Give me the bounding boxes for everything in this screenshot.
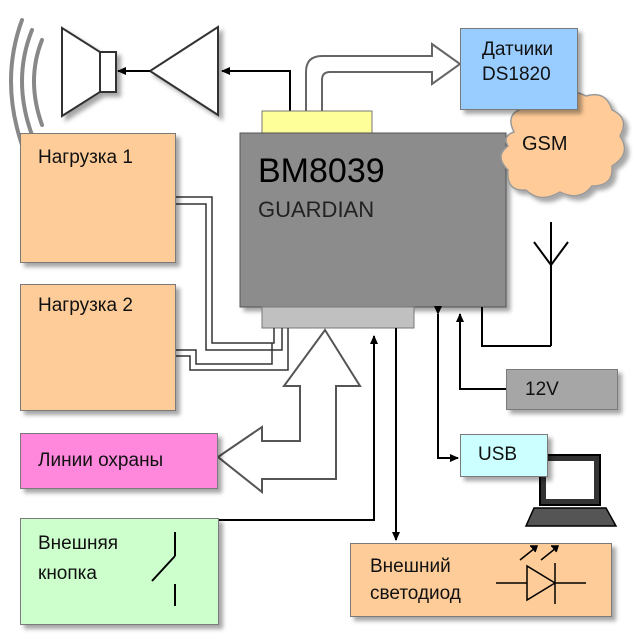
load2-label: Нагрузка 2 (38, 295, 133, 316)
button-wire-arrow (219, 335, 378, 521)
usb-wire-arrow (434, 306, 459, 462)
sound-waves-icon (9, 18, 44, 147)
antenna-icon (481, 222, 569, 347)
ext-button-box (20, 518, 219, 625)
load1-box (20, 133, 176, 263)
device-to-amp-arrow (221, 67, 291, 112)
usb-box (460, 434, 548, 477)
power-label: 12V (525, 379, 559, 400)
load2-box (20, 284, 176, 411)
device-box (239, 132, 507, 308)
usb-label: USB (478, 444, 518, 465)
top-connector (261, 110, 373, 135)
guard-lines-box (20, 433, 218, 489)
ext-led-label-2: светодиод (370, 583, 461, 604)
ext-button-label-2: кнопка (38, 563, 97, 584)
device-name: GUARDIAN (258, 197, 375, 222)
ext-led-label-1: Внешний (370, 556, 451, 577)
sensors-box (460, 28, 578, 110)
guard-lines-label: Линии охраны (38, 450, 164, 471)
sensors-label-1: Датчики (482, 39, 554, 60)
ext-button-label-1: Внешняя (38, 533, 119, 554)
load-wires (176, 196, 289, 371)
device-model: BM8039 (258, 152, 385, 190)
gsm-label: GSM (522, 133, 568, 155)
guard-lines-arrow (216, 328, 362, 495)
amplifier-icon (148, 25, 219, 117)
speaker-icon (61, 26, 117, 118)
power-box (506, 369, 618, 410)
sensors-bus-arrow (305, 42, 462, 112)
bottom-connector (261, 306, 415, 329)
sensors-label-2: DS1820 (482, 64, 551, 85)
load1-label: Нагрузка 1 (38, 147, 133, 168)
ext-led-box (350, 543, 612, 617)
power-wire-arrow (456, 313, 506, 390)
laptop-icon (524, 454, 618, 527)
